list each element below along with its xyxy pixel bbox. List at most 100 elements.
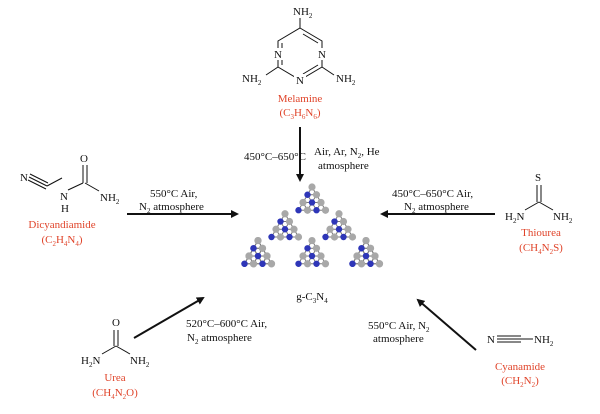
nitrogen-atom [277,218,284,225]
svg-text:NH2: NH2 [100,192,120,206]
carbon-atom [285,217,294,226]
nitrogen-atom [335,226,343,233]
svg-text:N: N [487,334,495,346]
gcn-sheet [241,183,384,268]
carbon-atom [312,244,321,252]
carbon-atom [371,252,379,260]
carbon-atom [357,260,366,268]
carbon-atom [321,206,330,214]
amine-label: NH2 [293,6,313,20]
cyanamide-name: Cyanamide [495,361,545,373]
nitrogen-atom [304,191,311,198]
br-cond-1: 550°C Air, N2 [368,320,430,334]
left-cond-1: 550°C Air, [150,188,198,200]
product-label: g-C3N4 [296,291,328,305]
svg-text:NH2: NH2 [553,211,573,225]
carbon-atom [276,233,285,241]
svg-text:H2N: H2N [81,355,100,369]
ring-n: N [318,49,326,61]
carbon-atom [335,210,343,218]
arrow-from-cyanamide [416,298,477,351]
nitrogen-atom [254,252,262,260]
nitrogen-atom [331,218,338,225]
svg-text:N: N [60,191,68,203]
nitrogen-atom [304,245,311,252]
thiourea-structure: S H2N NH2 [505,172,573,225]
svg-text:O: O [80,153,88,165]
carbon-atom [258,244,267,252]
carbon-atom [290,225,298,233]
nitrogen-atom [322,233,329,241]
carbon-atom [249,260,258,268]
thiourea-name: Thiourea [521,227,561,239]
svg-text:N: N [20,172,28,184]
urea-name: Urea [104,372,125,384]
melamine-name: Melamine [278,93,323,105]
carbon-atom [299,252,307,260]
carbon-atom [308,236,316,245]
carbon-atom [375,260,384,268]
carbon-atom [281,210,289,218]
svg-text:S: S [535,172,541,184]
carbon-atom [317,198,325,207]
arrow-from-urea [133,296,205,339]
carbon-atom [267,260,276,268]
carbon-atom [326,225,334,233]
carbon-atom [339,217,348,226]
carbon-atom [263,252,271,260]
urea-formula: (CH4N2O) [92,387,138,401]
cyanamide-formula: (CH2N2) [501,375,539,389]
thiourea-formula: (CH4N2S) [519,242,563,256]
dicyandiamide-structure: N N H O NH2 [20,153,120,215]
nitrogen-atom [313,207,320,214]
left-cond-2: N2 atmosphere [139,201,204,215]
br-cond-2: atmosphere [373,333,424,345]
nitrogen-atom [362,252,370,260]
dicyandiamide-name: Dicyandiamide [28,219,95,231]
nitrogen-atom [295,260,302,267]
carbon-atom [348,233,357,241]
svg-text:H2N: H2N [505,211,524,225]
nitrogen-atom [308,252,316,260]
carbon-atom [366,244,375,252]
amine-label: NH2 [336,73,356,87]
bl-cond-1: 520°C–600°C Air, [186,318,267,330]
carbon-atom [308,183,316,191]
nitrogen-atom [349,260,356,267]
dicyandiamide-formula: (C2H4N4) [41,234,82,248]
melamine-structure: N N N NH2 NH2 NH2 [242,6,356,87]
carbon-atom [330,233,339,241]
nitrogen-atom [268,233,275,241]
carbon-atom [272,225,280,233]
carbon-atom [362,236,370,245]
svg-text:NH2: NH2 [534,334,554,348]
carbon-atom [303,206,312,214]
carbon-atom [344,225,352,233]
carbon-atom [254,236,262,245]
carbon-atom [317,252,325,260]
bl-cond-2: N2 atmosphere [187,332,252,346]
svg-text:O: O [112,317,120,329]
nitrogen-atom [286,233,293,241]
carbon-atom [299,198,307,207]
top-gas-atm: atmosphere [318,160,369,172]
nitrogen-atom [241,260,248,267]
nitrogen-atom [358,245,365,252]
carbon-atom [294,233,303,241]
ring-n: N [296,75,304,87]
nitrogen-atom [281,226,289,233]
top-temp: 450°C–650°C [244,151,306,163]
carbon-atom [353,252,361,260]
carbon-atom [245,252,253,260]
nitrogen-atom [250,245,257,252]
carbon-atom [312,191,321,199]
nitrogen-atom [308,199,316,206]
nitrogen-atom [367,260,374,267]
svg-text:NH2: NH2 [130,355,150,369]
ring-n: N [274,49,282,61]
cyanamide-structure: N NH2 [487,334,554,348]
top-gas: Air, Ar, N2, He [314,146,380,160]
right-cond-2: N2 atmosphere [404,201,469,215]
nitrogen-atom [313,260,320,267]
